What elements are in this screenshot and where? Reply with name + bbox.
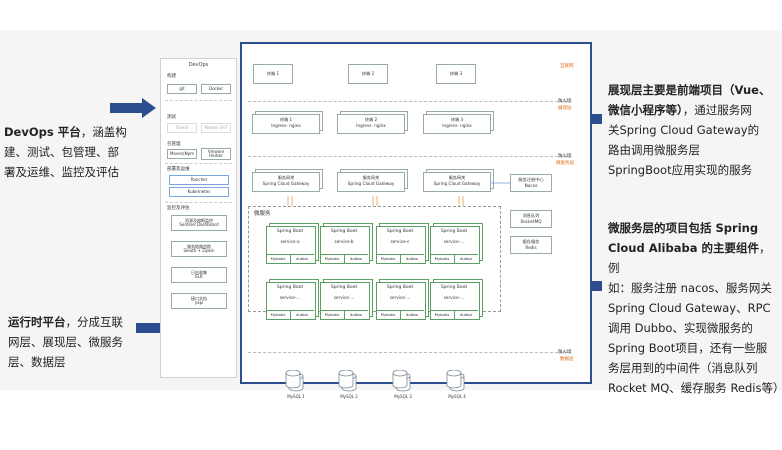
cylinder-icon (338, 369, 357, 392)
tool-kubernetes: Kubernetes (169, 187, 229, 197)
build-section-title: 构建 (167, 74, 176, 79)
presentation-annotation: 展现层主要是前端项目（Vue、 微信小程序等），通过服务网 关Spring Cl… (608, 83, 771, 177)
service-card: Spring Boot service-... Mybatis dubbo (376, 279, 429, 320)
monitor-elk: 日志收集 ELK (171, 267, 227, 283)
data-layer-label: 数据层 (560, 357, 574, 362)
monitor-section-title: 监控及评估 (167, 206, 190, 211)
tool-git: git (167, 84, 197, 94)
service-card: Spring Boot service-... Mybatis dubbo (320, 279, 373, 320)
cylinder-icon (446, 369, 465, 392)
database-icon: MySQL 2 (338, 369, 360, 402)
runtime-annotation-bold: 运行时平台 (8, 315, 66, 329)
database-icon: MySQL 1 (285, 369, 307, 402)
tool-rancher: Rancher (169, 175, 229, 185)
devops-annotation: DevOps 平台，涵盖构 建、测试、包管理、部 署及运维、监控及评估 (4, 125, 127, 179)
database-icon: MySQL 3 (392, 369, 414, 402)
microservice-group-title: 微服务 (254, 211, 271, 217)
service-card: Spring Boot service-a Mybatis dubbo (266, 223, 319, 264)
microservice-annotation: 微服务层的项目包括 Spring Cloud Alibaba 的主要组件，例 如… (608, 221, 782, 395)
internet-layer-label: 互联网 (560, 64, 574, 69)
service-card: Spring Boot service-b Mybatis dubbo (320, 223, 373, 264)
cylinder-icon (285, 369, 304, 392)
database-icon: MySQL 4 (446, 369, 468, 402)
firewall-label: 防火墙 (558, 99, 572, 104)
divider (165, 202, 232, 203)
tool-mexter: Mexter UnT (201, 123, 231, 133)
monitor-zipkin: 服务链路追踪 Sleuth + Zipkin (171, 241, 227, 257)
monitor-sentinel: 资源及熔断监控 Sentinel Dashboard (171, 215, 227, 231)
package-section-title: 包管理 (167, 142, 181, 147)
microservice-group (248, 206, 501, 312)
runtime-annotation: 运行时平台，分成互联 网层、展现层、微服务 层、数据层 (8, 315, 123, 369)
deploy-section-title: 部署及运维 (167, 167, 190, 172)
monitor-yapi: 接口文档 yapi (171, 293, 227, 309)
terminal-3: 终端 3 (436, 64, 476, 84)
firewall-line (248, 352, 568, 353)
tool-maven: Maven|Npm (167, 149, 197, 159)
service-card: Spring Boot service-... Mybatis dubbo (430, 223, 483, 264)
devops-panel: DevOps 构建 git Docker 测试 Shield Mexter Un… (160, 58, 237, 378)
divider (165, 100, 232, 101)
tool-shield: Shield (167, 123, 197, 133)
service-card: Spring Boot service-c Mybatis dubbo (376, 223, 429, 264)
firewall-line (248, 101, 568, 102)
test-section-title: 测试 (167, 115, 176, 120)
cylinder-icon (392, 369, 411, 392)
terminal-1: 终端 1 (253, 64, 293, 84)
terminal-2: 终端 2 (348, 64, 388, 84)
devops-panel-title: DevOps (188, 62, 209, 68)
service-card: Spring Boot service-... Mybatis dubbo (430, 279, 483, 320)
microservice-layer-label: 微服务层 (556, 161, 574, 166)
service-card: Spring Boot service-... Mybatis dubbo (266, 279, 319, 320)
tool-harbor: Vmware Harbor (201, 148, 231, 160)
divider (165, 163, 232, 164)
devops-arrow (110, 98, 156, 118)
presentation-layer-label: 展现层 (558, 106, 572, 111)
firewall-label: 防火墙 (558, 350, 572, 355)
firewall-line (248, 156, 568, 157)
firewall-label: 防火墙 (558, 154, 572, 159)
devops-annotation-bold: DevOps 平台 (4, 125, 81, 139)
tool-docker: Docker (201, 84, 231, 94)
connectors (287, 182, 510, 206)
